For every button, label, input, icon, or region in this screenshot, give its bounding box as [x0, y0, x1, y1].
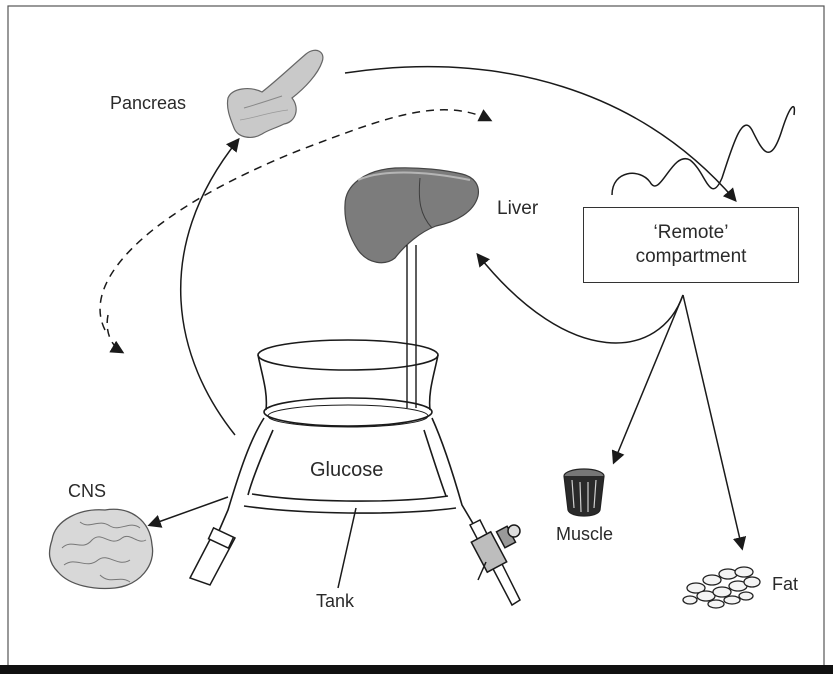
arrow-remote-to-muscle — [614, 295, 683, 462]
fat-icon — [683, 567, 760, 608]
label-fat: Fat — [772, 575, 798, 593]
label-remote-line1: ‘Remote’ — [654, 221, 729, 245]
label-cns: CNS — [68, 482, 106, 500]
label-pancreas: Pancreas — [110, 94, 186, 112]
label-remote-line2: compartment — [636, 245, 747, 269]
tank-left-outlet — [190, 528, 235, 585]
tank-pointer-line — [338, 508, 356, 588]
label-liver: Liver — [497, 199, 538, 218]
label-glucose: Glucose — [310, 460, 383, 480]
bottom-bar — [0, 665, 833, 674]
arrow-remote-to-fat — [683, 295, 742, 548]
tank-vessel — [215, 340, 478, 540]
arrows — [100, 67, 742, 588]
arrow-tank-to-pancreas — [181, 140, 238, 435]
brain-icon — [50, 509, 153, 588]
liver-tube — [407, 245, 416, 408]
label-muscle: Muscle — [556, 525, 613, 543]
label-tank: Tank — [316, 592, 354, 610]
remote-compartment-box: ‘Remote’ compartment — [583, 207, 799, 283]
liver-icon — [345, 168, 479, 263]
valve-icon — [470, 520, 520, 605]
arrow-tank-to-cns — [150, 497, 228, 525]
arrow-dashed-to-tank — [107, 315, 122, 352]
pancreas-icon — [227, 50, 322, 137]
muscle-icon — [564, 469, 604, 516]
